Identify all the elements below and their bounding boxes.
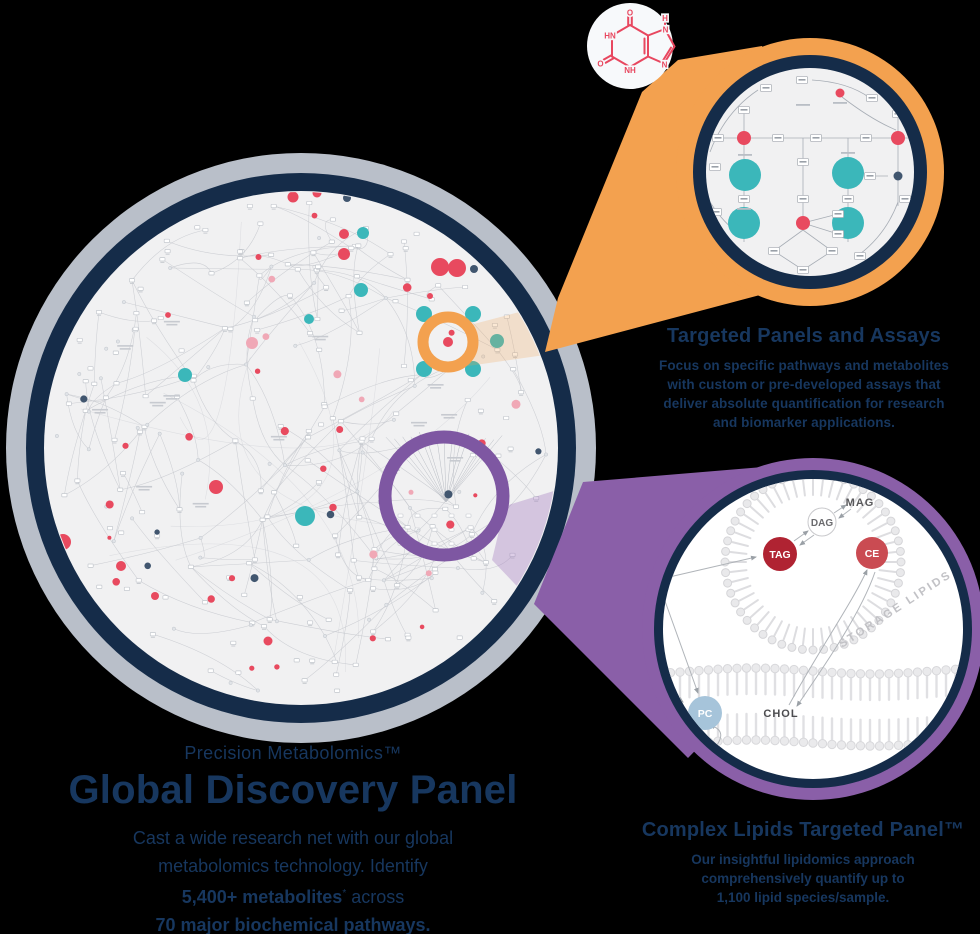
- atom-n7: N: [663, 26, 669, 35]
- description-line: and biomarker applications.: [713, 415, 895, 430]
- description-line: metabolomics technology. Identify: [158, 855, 428, 876]
- orange-highlight-ring: [417, 311, 479, 373]
- purple-highlight-ring: [378, 430, 510, 562]
- atom-o-top: O: [627, 9, 633, 18]
- atom-o-left: O: [597, 60, 603, 69]
- pathway-count: 70 major biochemical pathways.: [155, 914, 431, 934]
- targeted-panel-description: Focus on specific pathways and metabolit…: [630, 356, 978, 432]
- global-panel-description: Cast a wide research net with our global…: [20, 825, 566, 934]
- description-line: Our insightful lipidomics approach: [691, 852, 915, 867]
- targeted-panel-text-block: Targeted Panels and Assays Focus on spec…: [630, 325, 978, 432]
- footnote-asterisk: *: [342, 888, 347, 899]
- pc-label: PC: [698, 708, 713, 720]
- global-panel-eyebrow: Precision Metabolomics™: [184, 743, 402, 763]
- atom-h: H: [662, 14, 668, 23]
- description-line: 70 major biochemical pathways.: [20, 912, 566, 934]
- atom-nh: NH: [624, 66, 636, 75]
- lipids-panel-description: Our insightful lipidomics approach compr…: [628, 850, 978, 907]
- global-panel-title: Global Discovery Panel: [68, 768, 518, 812]
- ce-node: [856, 537, 888, 569]
- lipids-panel-text-block: Complex Lipids Targeted Panel™ Our insig…: [628, 817, 978, 907]
- atom-n9: N: [662, 61, 668, 70]
- lipid-species-count: 1,100 lipid species/sample.: [716, 890, 890, 905]
- global-panel-text-block: Precision Metabolomics™ Global Discovery…: [20, 743, 566, 934]
- description-line: 5,400+ metabolites* across: [181, 887, 405, 907]
- description-line: deliver absolute quantification for rese…: [663, 396, 945, 411]
- metabolite-count: 5,400+ metabolites: [181, 887, 343, 907]
- description-line: Focus on specific pathways and metabolit…: [658, 358, 950, 373]
- tag-node: [763, 537, 797, 571]
- dag-node: [807, 507, 837, 537]
- description-line: with custom or pre-developed assays that: [667, 377, 941, 392]
- description-line: comprehensively quantify up to: [701, 871, 905, 886]
- mag-label: MAG: [846, 497, 875, 509]
- pc-node: [688, 696, 722, 730]
- chol-label: CHOL: [763, 708, 798, 720]
- molecule-badge: O HN O NH H N N: [587, 3, 676, 89]
- lipids-panel-heading: Complex Lipids Targeted Panel™: [641, 819, 965, 841]
- xanthine-atom-labels: O HN O NH H N N: [596, 7, 670, 77]
- tag-label: TAG: [769, 549, 790, 561]
- metabolic-network: [54, 192, 548, 693]
- targeted-panel-heading: Targeted Panels and Assays: [666, 325, 942, 347]
- lipids-zoom-circle: STORAGE LIPIDS DAG MAG TAG CE PC CHOL: [642, 458, 980, 800]
- dag-label: DAG: [811, 518, 833, 529]
- xanthine-structure: [602, 15, 676, 69]
- description-line: Cast a wide research net with our global: [132, 828, 454, 848]
- targeted-zoom-circle: [676, 38, 944, 306]
- purple-beam-inner: [492, 482, 557, 604]
- global-metabolic-network-map: [6, 153, 596, 743]
- ce-label: CE: [865, 548, 880, 560]
- atom-hn: HN: [604, 32, 616, 41]
- molecule-badge-circle: [587, 3, 673, 89]
